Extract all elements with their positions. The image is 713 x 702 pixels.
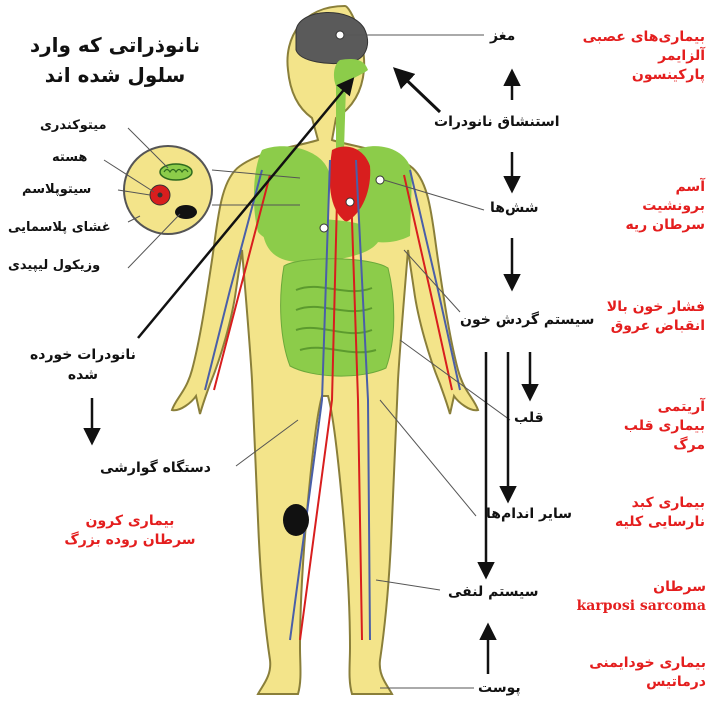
disease-brain-1: بیماری‌های عصبی <box>580 28 705 47</box>
disease-heart-2: بیماری قلب <box>600 417 705 436</box>
disease-brain-3: پارکینسون <box>580 66 705 85</box>
disease-lymph-2: karposi sarcoma <box>566 597 706 616</box>
title-line-1: نانوذراتی که وارد <box>20 30 210 60</box>
label-lymph: سیستم لنفی <box>448 584 539 600</box>
disease-digestive-1: بیماری کرون <box>60 512 200 531</box>
label-mitochondria: میتوکندری <box>40 118 107 133</box>
title-line-2: سلول شده اند <box>20 60 210 90</box>
disease-lungs-3: سرطان ریه <box>600 216 705 235</box>
disease-circulation-1: فشار خون بالا <box>592 298 705 317</box>
disease-skin-2: درماتیس <box>580 673 706 692</box>
disease-brain-2: آلزایمر <box>580 47 705 66</box>
label-ingested-2: شده <box>30 365 136 385</box>
label-lungs: شش‌ها <box>490 200 539 216</box>
disease-lungs-2: برونشیت <box>600 197 705 216</box>
label-heart: قلب <box>514 410 544 426</box>
label-digestive: دستگاه گوارشی <box>100 460 211 476</box>
label-inhalation: استنشاق نانودرات <box>434 114 560 130</box>
cell-diagram <box>124 146 212 234</box>
label-skin: پوست <box>478 680 521 696</box>
label-lipid-vesicle: وزیکول لیپیدی <box>8 258 100 273</box>
disease-digestive-2: سرطان روده بزرگ <box>60 531 200 550</box>
label-plasma-membrane: غشای پلاسمایی <box>8 220 111 235</box>
disease-other-2: نارسایی کلیه <box>600 513 705 532</box>
brain-shape <box>296 12 368 63</box>
disease-lymph-1: سرطان <box>566 578 706 597</box>
lymph-node-shape <box>283 504 309 536</box>
label-nucleus: هسته <box>52 150 87 165</box>
label-other-organs: سایر اندام‌ها <box>486 506 572 522</box>
label-cytoplasm: سیتوپلاسم <box>22 182 91 197</box>
disease-heart-1: آریتمی <box>600 398 705 417</box>
label-circulation: سیستم گردش خون <box>460 312 594 328</box>
label-brain: مغز <box>490 28 515 44</box>
disease-other-1: بیماری کبد <box>600 494 705 513</box>
disease-skin-1: بیماری خودایمنی <box>580 654 706 673</box>
disease-lungs-1: آسم <box>600 178 705 197</box>
disease-circulation-2: انقباض عروق <box>592 317 705 336</box>
disease-heart-3: مرگ <box>600 436 705 455</box>
intestines-shape <box>281 259 394 376</box>
label-ingested-1: نانودرات خورده <box>30 345 136 365</box>
